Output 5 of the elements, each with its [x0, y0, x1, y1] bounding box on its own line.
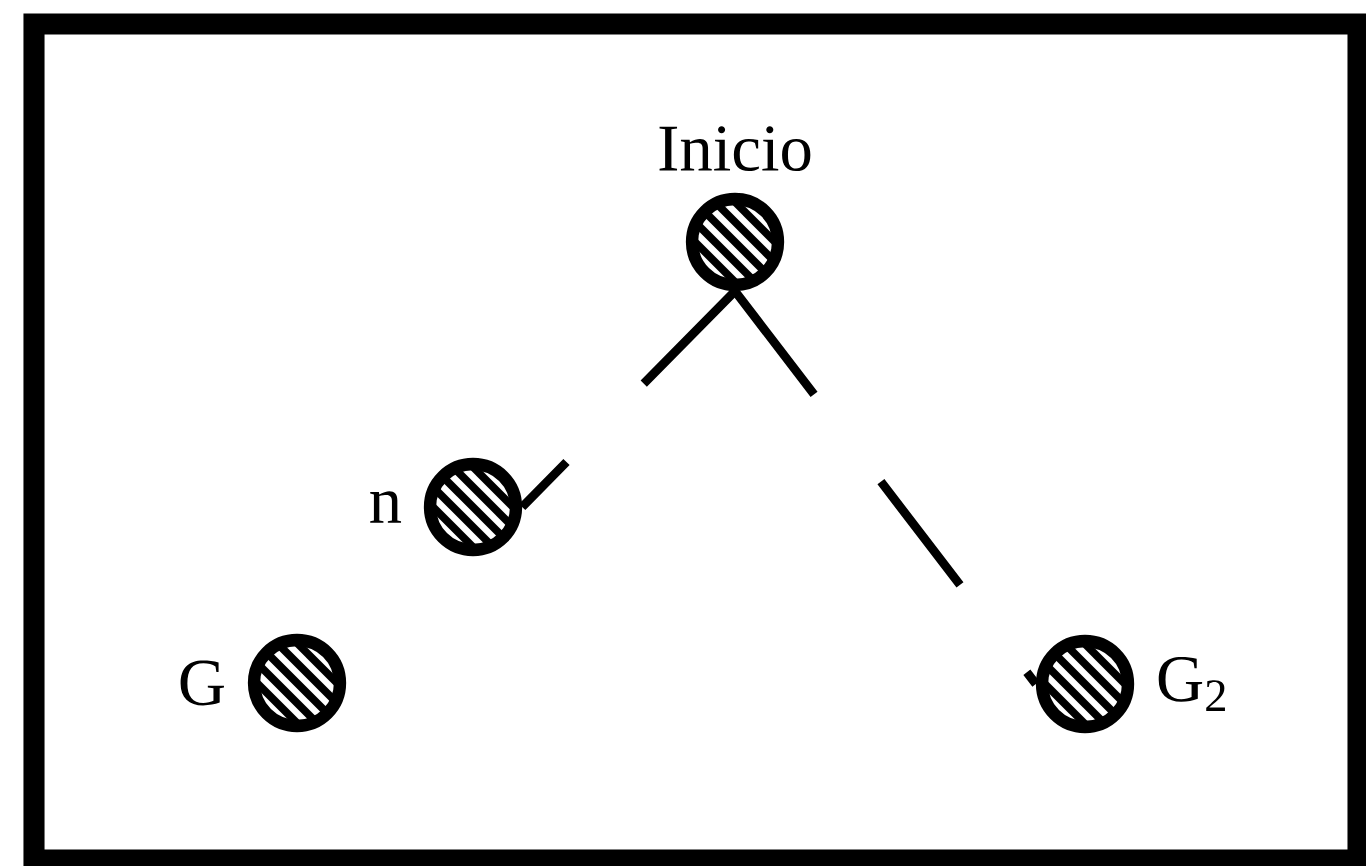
- node-label: Inicio: [659, 126, 811, 172]
- node-label: n: [370, 491, 402, 523]
- node-label: G$_{2}$: [1158, 656, 1225, 712]
- node-label: G: [180, 660, 224, 706]
- connector-line: [731, 288, 1040, 687]
